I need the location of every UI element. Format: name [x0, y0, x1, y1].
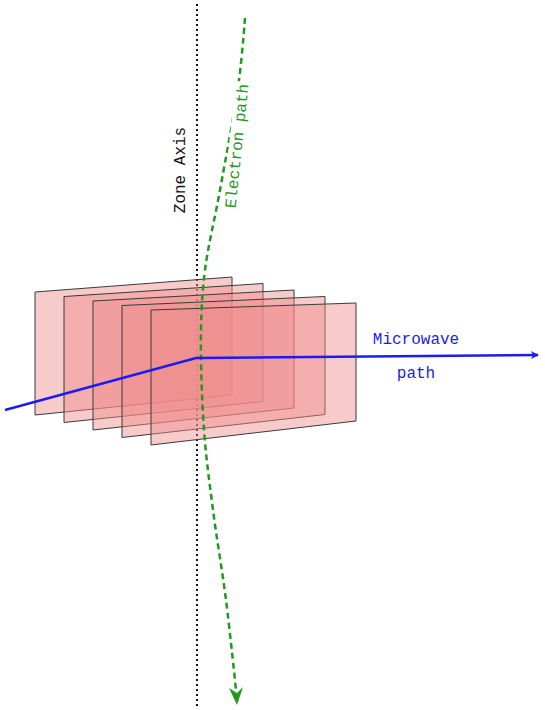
path-label: Electron path [222, 81, 253, 211]
path-label: Microwave path [360, 323, 472, 391]
lattice-planes [35, 277, 356, 445]
lattice-plane [151, 303, 356, 445]
electron-arrowhead [229, 687, 243, 705]
axis-label: Zone Axis [172, 125, 190, 215]
microwave-path-line [5, 355, 538, 410]
